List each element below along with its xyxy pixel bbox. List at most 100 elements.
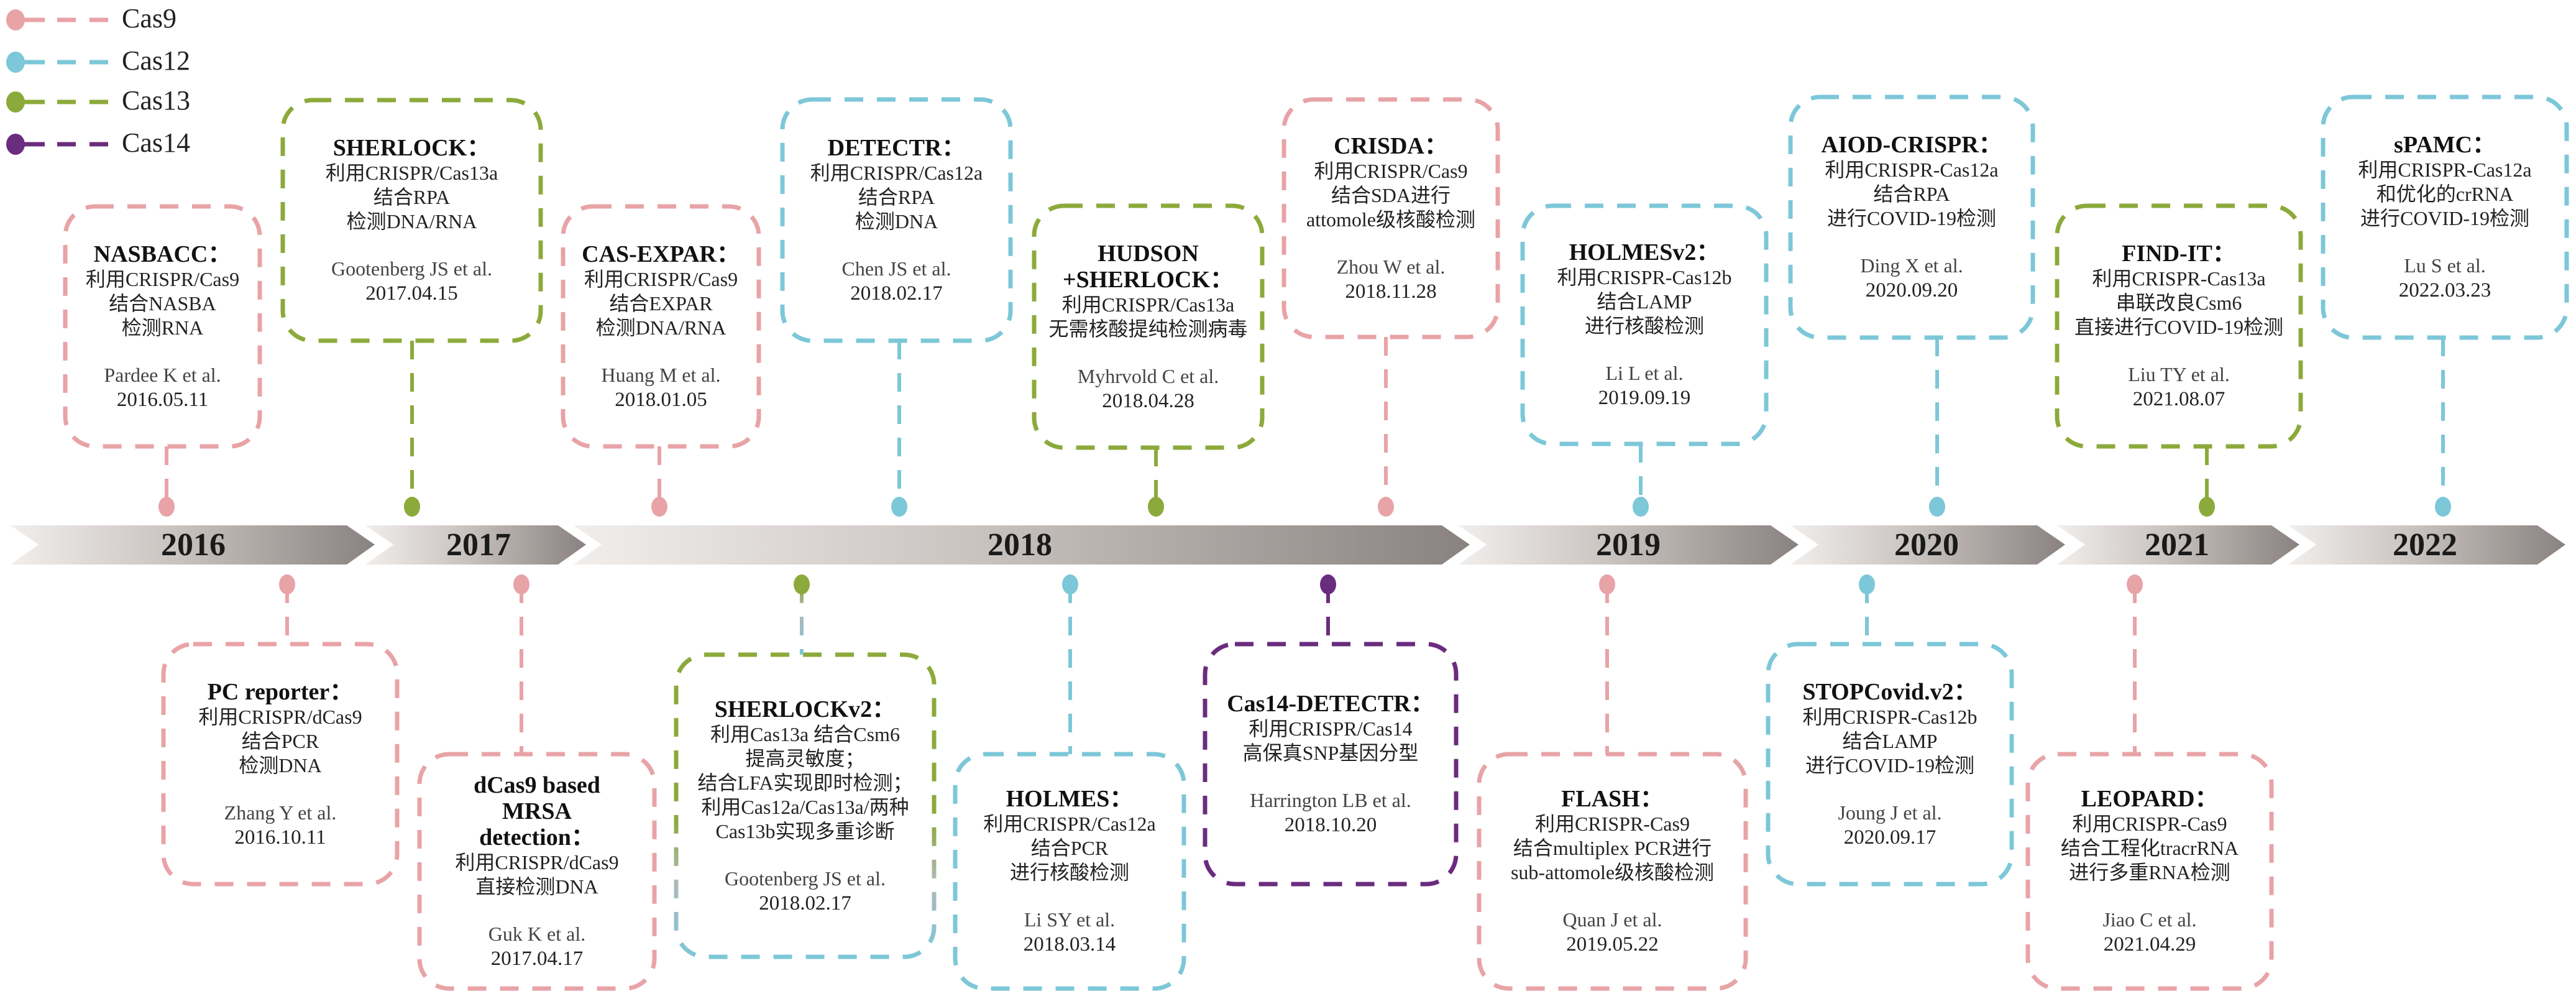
event-date: 2018.02.17 xyxy=(759,892,851,915)
event-box-border xyxy=(63,204,262,449)
event-description: 进行COVID-19检测 xyxy=(1805,754,1974,777)
event-box-border xyxy=(2055,203,2303,449)
event-title: SHERLOCKv2： xyxy=(714,696,896,722)
event-date: 2016.05.11 xyxy=(116,388,209,411)
event-description: 结合LAMP xyxy=(1842,729,1938,752)
year-segment-2021 xyxy=(2057,525,2299,565)
timeline-dot-icon xyxy=(1633,497,1649,517)
event-description: 利用CRISPR/dCas9 xyxy=(455,851,619,874)
event-date: 2019.09.19 xyxy=(1598,387,1691,409)
event-author: Joung J et al. xyxy=(1838,801,1942,824)
event-description: 进行核酸检测 xyxy=(1009,861,1129,883)
event-date: 2016.10.11 xyxy=(234,826,326,849)
event-box-border xyxy=(1520,203,1769,446)
event-title: FIND-IT： xyxy=(2122,241,2236,267)
event-description: 利用CRISPR/Cas9 xyxy=(584,267,738,290)
event-date: 2018.04.28 xyxy=(1102,389,1194,412)
event-description: 检测DNA/RNA xyxy=(346,210,477,233)
event-box-border xyxy=(953,752,1186,991)
event-author: Lu S et al. xyxy=(2404,254,2486,277)
event-description: 利用CRISPR/Cas12a xyxy=(983,813,1156,835)
event-description: 结合RPA xyxy=(1873,183,1950,205)
year-segment-2018 xyxy=(574,525,1470,565)
event-description: 检测RNA xyxy=(121,316,204,339)
event-description: 利用CRISPR-Cas12a xyxy=(1825,159,1999,181)
event-author: Chen JS et al. xyxy=(841,257,951,280)
event-description: 进行COVID-19检测 xyxy=(1827,207,1996,229)
timeline-dot-icon xyxy=(891,497,907,517)
event-description: 结合NASBA xyxy=(109,292,216,315)
event-box-border xyxy=(674,652,937,959)
event-box-border xyxy=(1032,203,1265,450)
event-description: 进行多重RNA检测 xyxy=(2069,861,2230,883)
timeline-dot-icon xyxy=(2435,497,2451,517)
event-title: Cas14-DETECTR： xyxy=(1227,691,1434,717)
event-title: STOPCovid.v2： xyxy=(1802,678,1978,705)
event-description: 利用CRISPR-Cas9 xyxy=(2072,813,2227,835)
event-author: Ding X et al. xyxy=(1860,254,1963,277)
event-author: Guk K et al. xyxy=(488,922,586,945)
year-segment-2017 xyxy=(365,525,586,565)
event-title: MRSA xyxy=(502,798,572,824)
event-description: Cas13b实现多重诊断 xyxy=(715,819,895,842)
event-description: 利用CRISPR/Cas14 xyxy=(1249,717,1413,740)
timeline-dot-icon xyxy=(651,497,667,517)
event-box-border xyxy=(561,204,761,449)
event-author: Liu TY et al. xyxy=(2128,363,2230,385)
event-title: LEOPARD： xyxy=(2081,786,2219,812)
timeline-dot-icon xyxy=(1599,574,1615,594)
timeline-dot-icon xyxy=(1859,574,1875,594)
legend-dot-icon xyxy=(6,9,25,30)
timeline-dot-icon xyxy=(794,574,810,594)
event-date: 2018.02.17 xyxy=(850,282,943,305)
event-description: 结合工程化tracrRNA xyxy=(2060,837,2239,859)
year-label: 2021 xyxy=(2145,527,2209,563)
legend-label-cas12: Cas12 xyxy=(122,45,190,76)
event-description: 结合PCR xyxy=(1030,837,1109,859)
event-title: +SHERLOCK： xyxy=(1062,266,1234,293)
event-box-border xyxy=(417,752,657,991)
event-title: dCas9 based xyxy=(474,772,600,798)
timeline-dot-icon xyxy=(1062,574,1078,594)
event-title: DETECTR： xyxy=(827,134,966,161)
event-title: HOLMES： xyxy=(1006,786,1134,812)
timeline-bar xyxy=(11,525,2565,565)
year-label: 2018 xyxy=(988,527,1052,563)
event-author: Harrington LB et al. xyxy=(1250,789,1411,811)
event-description: 无需核酸提纯检测病毒 xyxy=(1048,317,1248,340)
event-title: PC reporter： xyxy=(207,678,354,705)
event-author: Myhrvold C et al. xyxy=(1077,364,1219,387)
event-date: 2020.09.20 xyxy=(1865,279,1958,302)
event-title: CAS-EXPAR： xyxy=(582,241,740,267)
event-description: 高保真SNP基因分型 xyxy=(1242,742,1419,764)
event-description: 结合RPA xyxy=(373,186,451,208)
legend-dot-icon xyxy=(6,91,25,113)
event-author: Jiao C et al. xyxy=(2102,908,2197,931)
event-description: 直接进行COVID-19检测 xyxy=(2074,316,2283,338)
event-description: 结合RPA xyxy=(858,185,935,208)
event-date: 2021.08.07 xyxy=(2132,388,2225,410)
timeline-dot-icon xyxy=(158,497,175,517)
event-date: 2022.03.23 xyxy=(2398,279,2491,302)
event-description: 利用CRISPR-Cas12b xyxy=(1802,705,1978,728)
legend xyxy=(6,9,108,155)
event-description: 利用Cas12a/Cas13a/两种 xyxy=(701,795,909,818)
event-description: 利用CRISPR/dCas9 xyxy=(198,705,362,728)
event-description: 利用CRISPR/Cas9 xyxy=(85,267,240,290)
event-description: 结合LFA实现即时检测； xyxy=(697,771,913,794)
timeline-dot-icon xyxy=(1148,497,1164,517)
event-description: 利用CRISPR/Cas12a xyxy=(810,161,983,184)
event-box-border xyxy=(280,98,543,343)
event-author: Zhou W et al. xyxy=(1336,255,1446,278)
